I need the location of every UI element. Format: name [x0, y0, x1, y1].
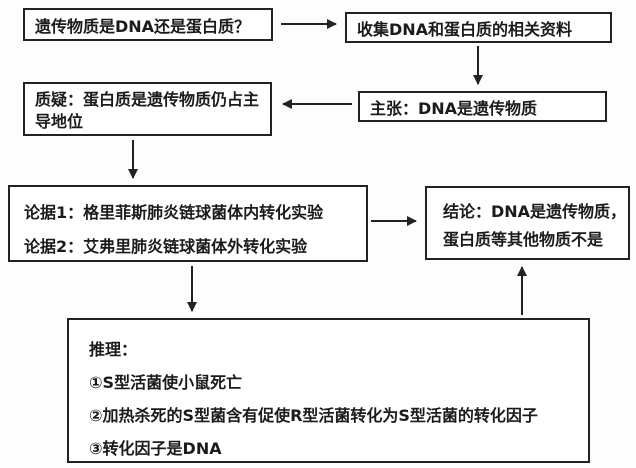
reasoning-item-1: ①S型活菌使小鼠死亡 [89, 373, 243, 392]
doubt-box: 质疑：蛋白质是遗传物质仍占主导地位 [23, 82, 272, 136]
evidence-line-1: 论据1：格里菲斯肺炎链球菌体内转化实验 [24, 203, 324, 222]
reasoning-box: 推理： ①S型活菌使小鼠死亡 ②加热杀死的S型菌含有促使R型活菌转化为S型活菌的… [67, 318, 590, 463]
conclusion-line-2: 蛋白质等其他物质不是 [443, 230, 604, 249]
evidence-line-2: 论据2：艾弗里肺炎链球菌体外转化实验 [24, 237, 308, 256]
conclusion-box: 结论：DNA是遗传物质， 蛋白质等其他物质不是 [425, 186, 630, 260]
question-box: 遗传物质是DNA还是蛋白质？ [23, 8, 273, 41]
conclusion-line-1: 结论：DNA是遗传物质， [443, 202, 627, 221]
reasoning-title: 推理： [89, 340, 138, 359]
reasoning-item-3: ③转化因子是DNA [89, 439, 222, 458]
evidence-box: 论据1：格里菲斯肺炎链球菌体内转化实验 论据2：艾弗里肺炎链球菌体外转化实验 [8, 185, 368, 262]
collect-data-box: 收集DNA和蛋白质的相关资料 [345, 12, 612, 43]
claim-box: 主张：DNA是遗传物质 [358, 91, 607, 122]
reasoning-item-2: ②加热杀死的S型菌含有促使R型活菌转化为S型活菌的转化因子 [89, 406, 538, 425]
